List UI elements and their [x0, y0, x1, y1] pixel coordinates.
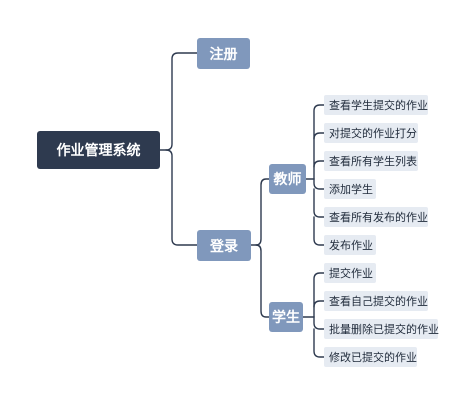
connector-student-leaf-4 — [313, 328, 325, 358]
connector-teacher-leaf-3 — [313, 160, 325, 168]
root-node[interactable]: 作业管理系统 — [37, 131, 160, 169]
login-node[interactable]: 登录 — [197, 230, 251, 261]
student-leaf-modify[interactable]: 修改已提交的作业 — [324, 347, 417, 367]
student-leaf-batch-delete[interactable]: 批量删除已提交的作业 — [324, 319, 439, 339]
student-leaf-submit[interactable]: 提交作业 — [324, 263, 376, 283]
teacher-leaf-grade[interactable]: 对提交的作业打分 — [324, 123, 418, 143]
connector-student-leaf-1 — [313, 272, 325, 318]
student-leaf-view-own[interactable]: 查看自己提交的作业 — [324, 291, 428, 311]
connector-root-register — [159, 52, 198, 151]
connector-teacher-leaf-6 — [313, 216, 325, 246]
register-node[interactable]: 注册 — [197, 38, 250, 69]
connector-student-leaf-3 — [313, 316, 325, 330]
connector-login-teacher — [250, 178, 270, 246]
teacher-node[interactable]: 教师 — [269, 164, 306, 194]
connector-student-leaf-2 — [313, 300, 325, 308]
connector-teacher-leaf-1 — [313, 104, 325, 180]
teacher-leaf-student-list[interactable]: 查看所有学生列表 — [324, 151, 418, 171]
teacher-leaf-add-student[interactable]: 添加学生 — [324, 179, 376, 199]
connector-login-student — [255, 244, 270, 318]
connector-root-login — [165, 149, 198, 246]
teacher-leaf-view-published[interactable]: 查看所有发布的作业 — [324, 207, 428, 227]
connector-teacher-leaf-5 — [313, 188, 325, 218]
student-node[interactable]: 学生 — [269, 302, 303, 332]
connector-teacher-leaf-4 — [313, 178, 325, 190]
teacher-leaf-view-submissions[interactable]: 查看学生提交的作业 — [324, 95, 428, 115]
connector-teacher-leaf-2 — [313, 132, 325, 140]
teacher-leaf-publish[interactable]: 发布作业 — [324, 235, 376, 255]
